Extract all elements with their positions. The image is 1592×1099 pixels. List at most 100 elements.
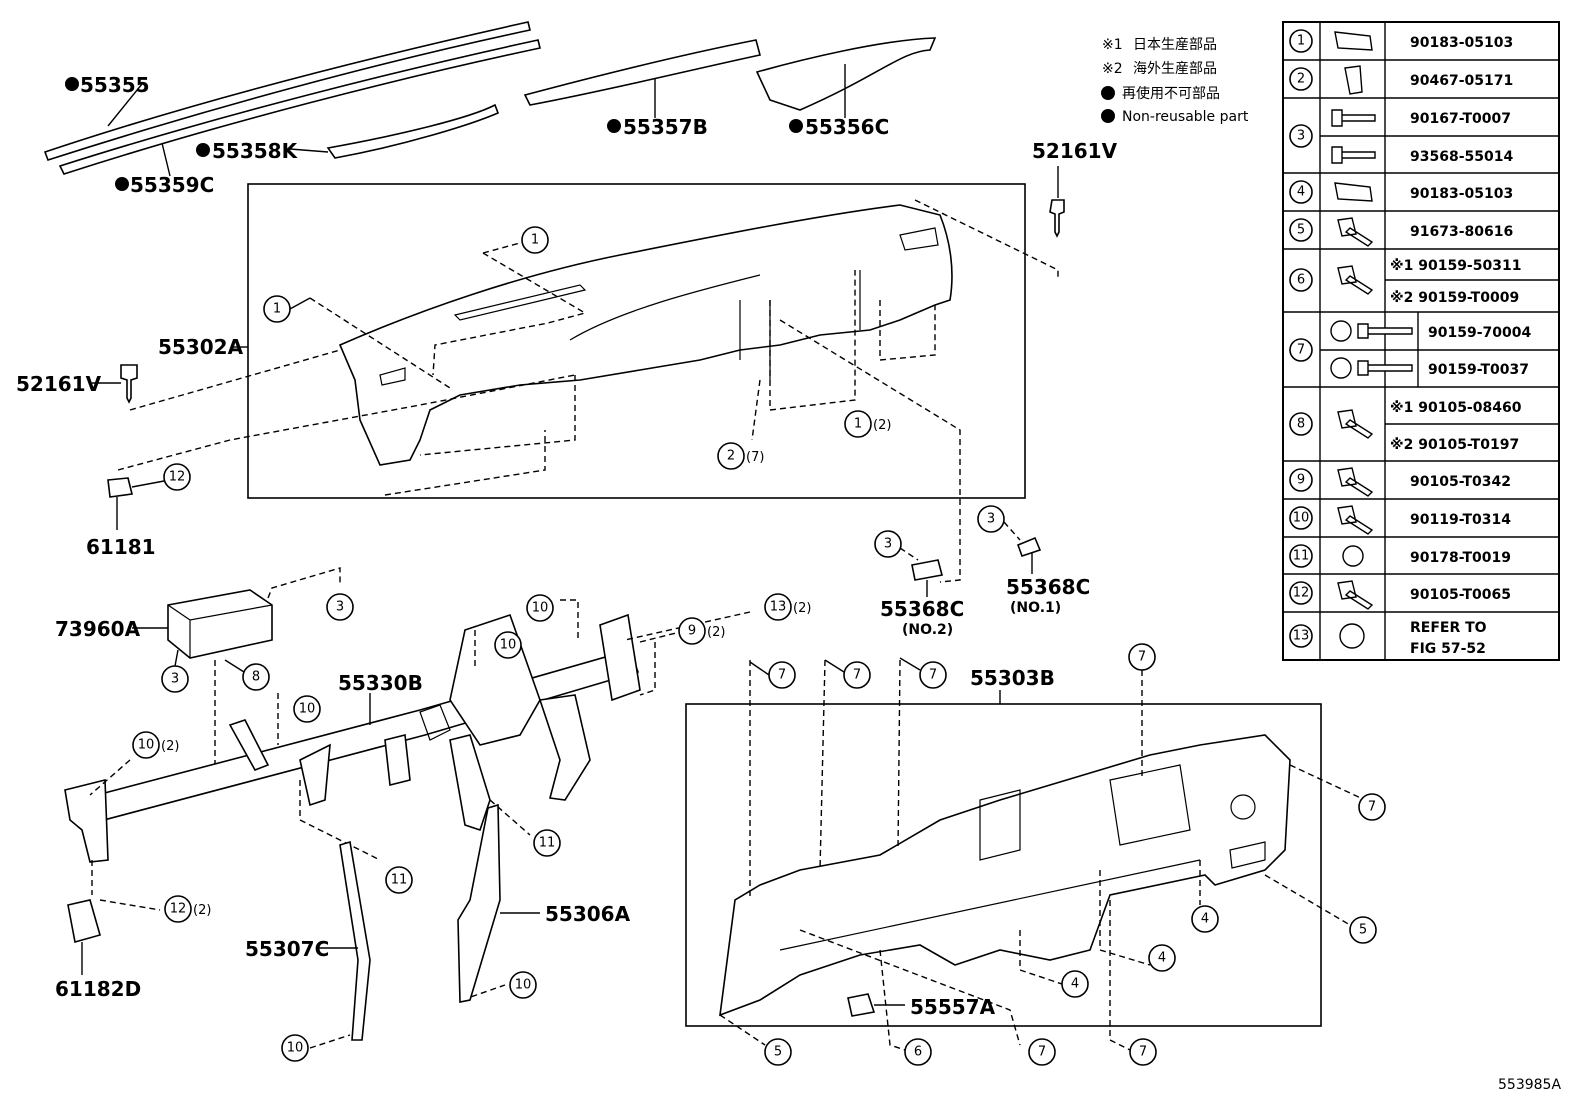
clip-icon [1016,536,1042,558]
non-reusable-dot-icon [1101,86,1115,100]
callout-3: 3 [161,665,189,693]
callouts: 1 1 1 (2) 2 (7) 12 3 3 8 10 10 10 10 (2)… [131,226,1386,1066]
svg-text:8: 8 [252,670,260,685]
guide [799,929,1021,1046]
svg-text:7: 7 [1038,1045,1046,1060]
beam-dashed-guides [89,599,751,1049]
svg-text:3: 3 [171,672,179,687]
leader [289,148,329,153]
row-no: 4 [1297,185,1305,200]
lower-vent [1229,841,1266,869]
molding-55359c [58,39,541,175]
brace-bar [339,840,371,1041]
label-55357b: 55357B [623,115,708,139]
plug-icon [847,993,876,1017]
callout-4: 4 [1191,905,1219,933]
panel-55358k [326,103,500,159]
guide [117,374,576,471]
table-row-numbers: 1 2 3 4 5 6 7 8 9 10 11 12 13 [1289,29,1313,648]
guide [129,349,341,411]
callout-13: 13 [764,593,792,621]
note-overseas-mark: ※2 [1102,61,1123,77]
guide [482,242,521,254]
label-55368c-no2-sub: (NO.2) [902,622,953,638]
note-overseas: 海外生産部品 [1133,61,1217,77]
stay-bracket-3 [228,719,270,771]
svg-text:10: 10 [515,978,532,993]
label-55359c: 55359C [130,173,214,197]
svg-text:4: 4 [1201,912,1209,927]
guide [1099,870,1151,966]
part-code: 90105-T0065 [1410,587,1511,603]
svg-text:10: 10 [138,738,155,753]
upper-dashed-guides [117,199,1059,583]
center-stay [538,694,591,801]
callout-2: 2 [717,442,745,470]
label-55368c-no1-sub: (NO.1) [1010,600,1061,616]
label-55356c: 55356C [805,115,889,139]
svg-text:7: 7 [778,668,786,683]
qty-2: (2) [193,903,211,918]
guide [769,270,856,411]
non-reusable-dot-icon [1101,109,1115,123]
non-reusable-dot-icon [607,119,621,133]
bracket-61182d [67,899,101,975]
guide [89,759,131,796]
svg-text:9: 9 [688,624,696,639]
part-code: 90159-70004 [1428,325,1531,341]
row-no: 12 [1293,586,1310,601]
label-55557a: 55557A [910,995,996,1019]
plug-icon [1339,623,1365,649]
lower-instrument-panel [719,734,1291,1017]
callout-10: 10 [281,1034,309,1062]
non-reusable-dot-icon [789,119,803,133]
part-code: 93568-55014 [1410,149,1513,165]
guide [879,300,936,361]
clip-icon [1049,199,1065,238]
part-code: 90167-T0007 [1410,111,1511,127]
lower-openings [979,764,1191,861]
trim-strips [43,21,937,177]
guide [639,631,681,696]
part-code: 90159-T0037 [1428,362,1529,378]
guide [1019,930,1066,986]
brace-55306a [457,803,540,1003]
callout-7: 7 [919,661,947,689]
part-code: 90183-05103 [1410,186,1513,202]
vent-slot [453,284,587,321]
guide [299,780,381,861]
non-reusable-dot-icon [196,143,210,157]
callout-8: 8 [242,663,270,691]
label-55368c-no2: 55368C [880,597,964,621]
part-code: 90105-T0342 [1410,474,1511,490]
qty-2: (2) [707,625,725,640]
lower-panel-frame [685,703,1322,1027]
part-code: FIG 57-52 [1410,641,1486,657]
stay-bracket [384,734,411,786]
svg-text:7: 7 [853,668,861,683]
part-code: ※2 90105-T0197 [1390,437,1519,453]
svg-text:10: 10 [287,1041,304,1056]
callout-7: 7 [1129,1038,1157,1066]
table-codes: 90183-05103 90467-05171 90167-T0007 9356… [1390,35,1531,657]
note-japan: 日本生産部品 [1133,37,1217,53]
leader [161,142,171,177]
label-55368c-no1: 55368C [1006,575,1090,599]
beam-left-end [64,778,109,863]
clip-55368c-no1 [1003,521,1042,574]
clip-icon [120,364,138,404]
qty-7: (7) [746,450,764,465]
callout-10: 10 [509,971,537,999]
svg-text:4: 4 [1158,951,1166,966]
callout-7: 7 [843,661,871,689]
bolt-icon [1337,580,1374,610]
left-vent [379,367,406,386]
svg-text:3: 3 [987,512,995,527]
svg-text:4: 4 [1071,977,1079,992]
bolt-icon [1337,217,1374,247]
qty-2: (2) [793,601,811,616]
row-no: 2 [1297,72,1305,87]
svg-text:7: 7 [1139,1045,1147,1060]
svg-text:11: 11 [539,836,556,851]
svg-text:5: 5 [774,1045,782,1060]
